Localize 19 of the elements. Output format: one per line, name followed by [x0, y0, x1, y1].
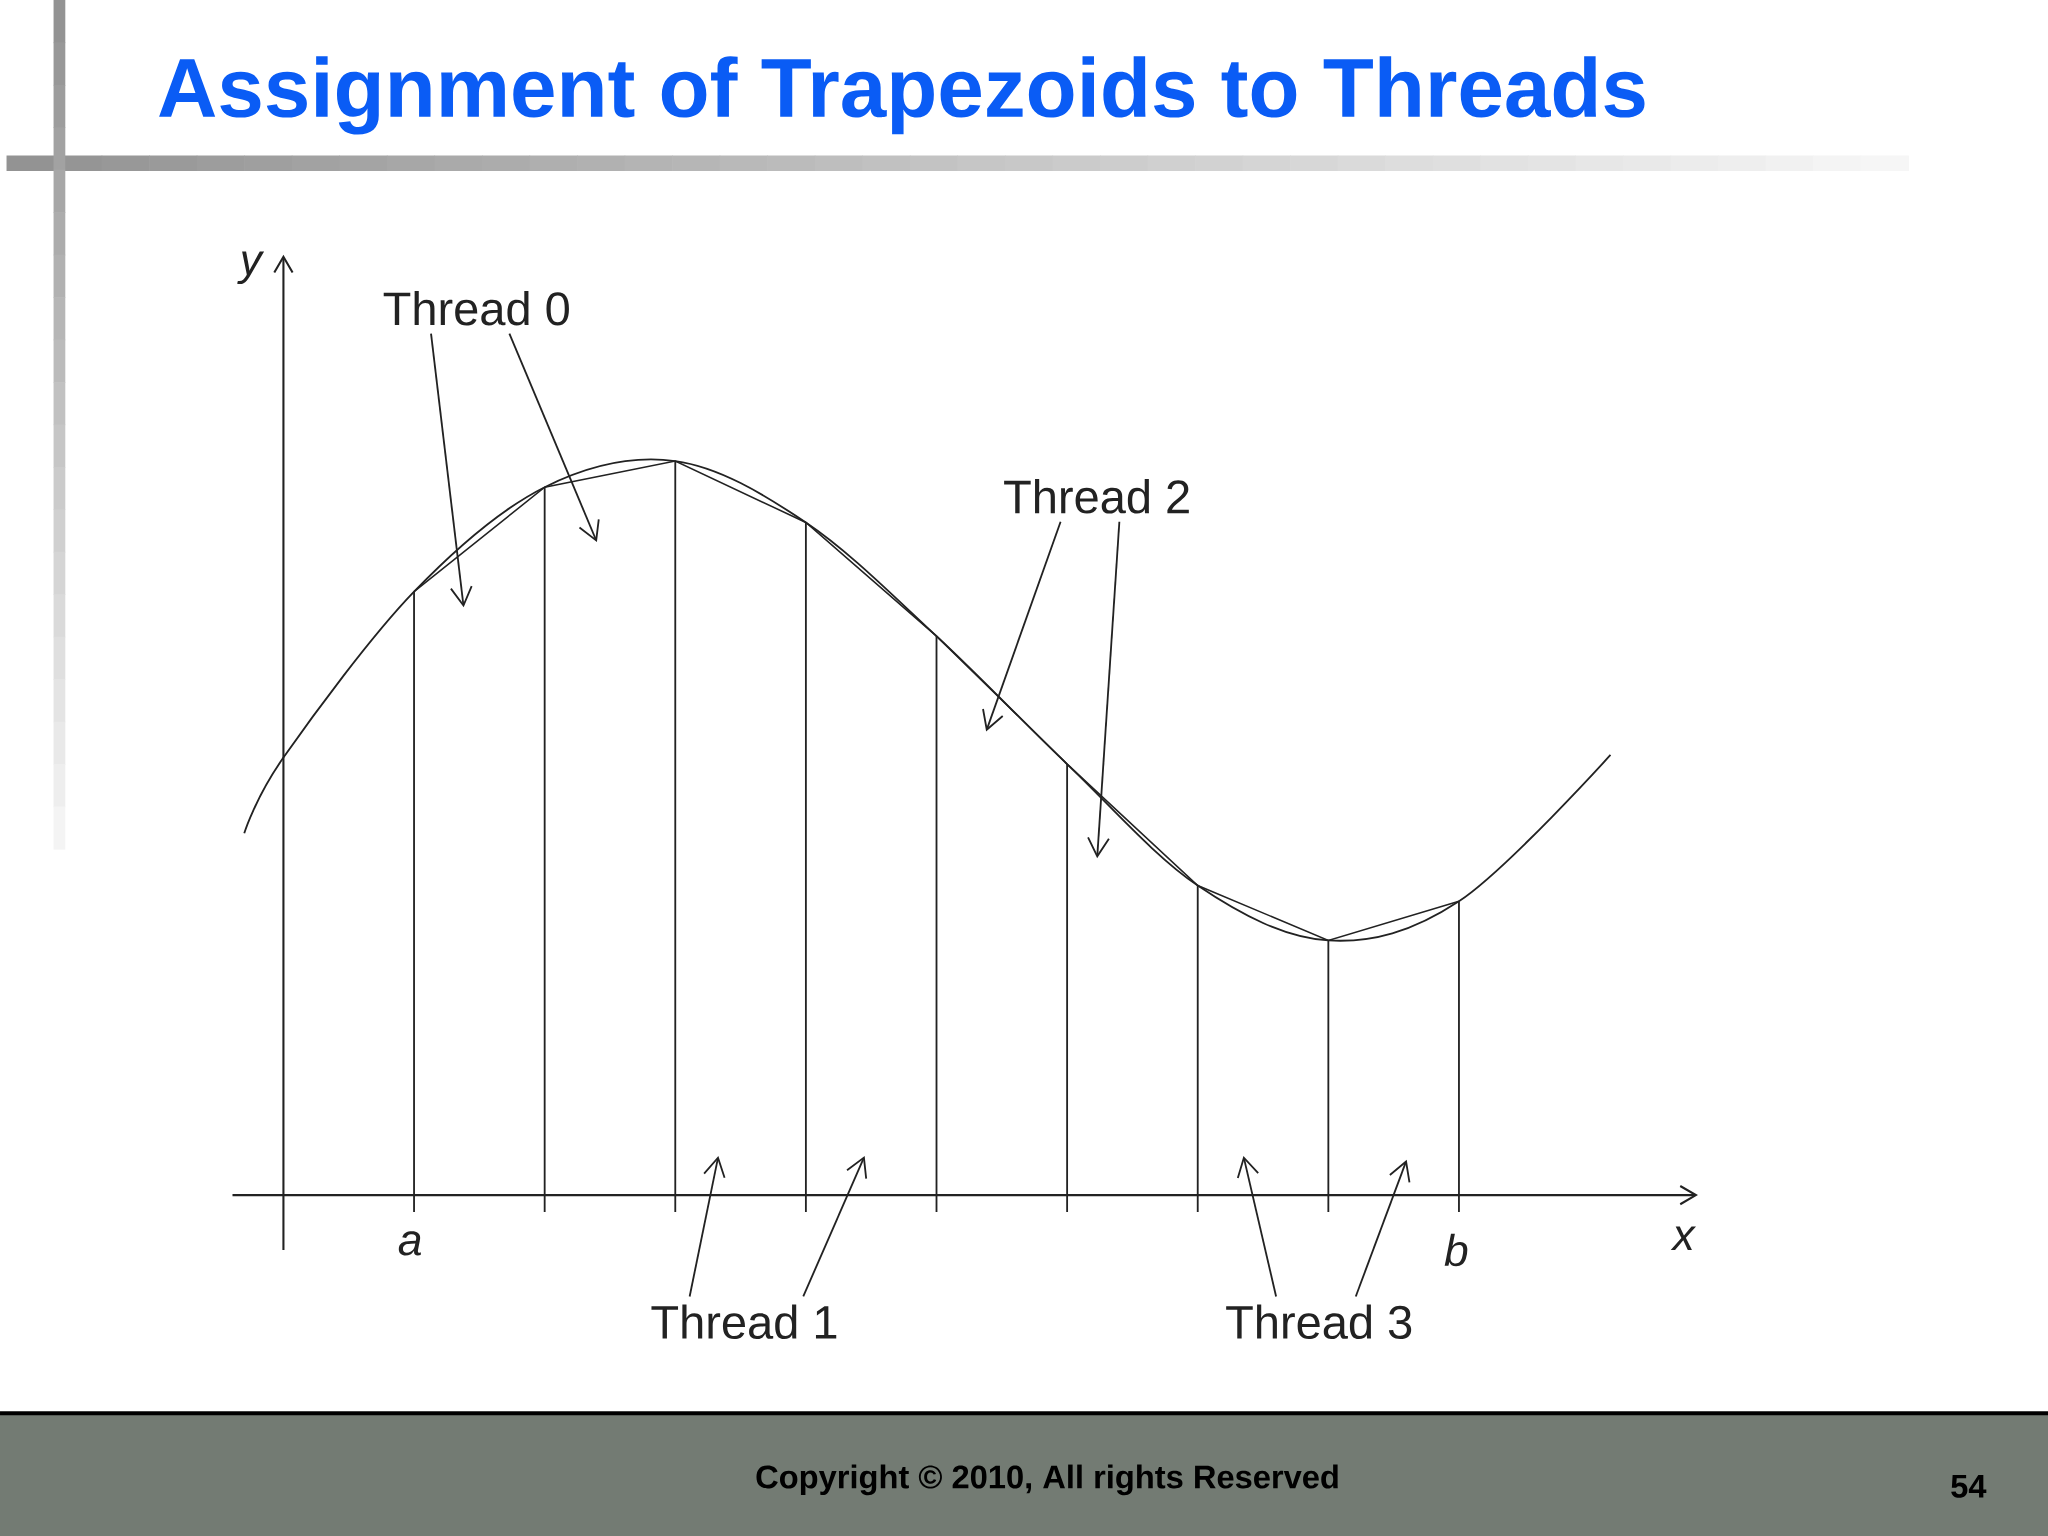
thread-label: Thread 1: [651, 1304, 837, 1340]
leader-arrow: [1236, 1155, 1277, 1298]
page-number: 54: [1951, 1475, 1987, 1498]
point-label: a: [398, 1231, 421, 1256]
thread-label: Thread 3: [1226, 1304, 1412, 1340]
thread-label: Thread 0: [383, 291, 569, 326]
point-label: b: [1444, 1233, 1468, 1267]
slide-title: Assignment of Trapezoids to Threads: [159, 56, 1645, 135]
leader-arrow: [1087, 520, 1121, 859]
leader-arrow: [508, 332, 600, 543]
leader-arrow: [1354, 1159, 1411, 1298]
leader-arrow: [982, 520, 1062, 732]
axis-label: x: [1670, 1226, 1697, 1250]
leader-arrow: [430, 332, 473, 608]
leader-arrow: [802, 1155, 868, 1298]
copyright-notice: Copyright © 2010, All rights Reserved: [756, 1464, 1338, 1496]
leader-arrow: [688, 1155, 726, 1298]
axis-label: y: [237, 251, 265, 285]
thread-label: Thread 2: [1004, 479, 1189, 514]
